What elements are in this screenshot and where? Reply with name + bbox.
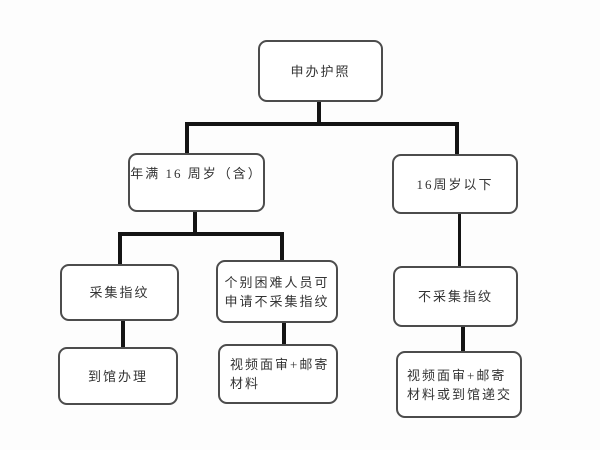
node-video-interview-mail-or-visit: 视频面审+邮寄 材料或到馆递交 [396,351,522,418]
node-under-16-label: 16周岁以下 [416,176,494,192]
node-difficulty-exempt-label-line1: 个别困难人员可 [224,274,330,290]
node-video-interview-mail-label-line2: 材料 [230,376,261,391]
node-no-fingerprints: 不采集指纹 [393,266,518,327]
connector-top-horizontal [185,122,459,126]
node-age-16-plus-label: 年满 16 周岁（含） [130,166,263,181]
connector-nofp-to-video-mail-or-visit [461,325,465,353]
connector-drop-to-age16plus [185,122,189,155]
connector-mid-horizontal [118,232,284,236]
connector-drop-to-difficulty-exempt [280,232,284,262]
node-video-interview-mail: 视频面审+邮寄 材料 [218,344,338,404]
connector-age16plus-drop [193,210,197,236]
node-apply-passport-label: 申办护照 [290,63,351,79]
connector-collect-to-visit-office [121,319,125,349]
node-under-16: 16周岁以下 [392,154,518,214]
node-age-16-plus: 年满 16 周岁（含） [128,153,265,212]
node-no-fingerprints-label: 不采集指纹 [417,289,493,304]
node-visit-office: 到馆办理 [58,347,178,405]
connector-difficulty-to-video-mail [282,321,286,346]
node-video-interview-mail-or-visit-label-line2: 材料或到馆递交 [407,386,513,402]
node-collect-fingerprints-label: 采集指纹 [89,285,150,300]
node-difficulty-exempt: 个别困难人员可 申请不采集指纹 [216,260,338,323]
node-video-interview-mail-label-line1: 视频面审+邮寄 [230,357,330,372]
connector-root-drop [317,100,321,126]
node-visit-office-label: 到馆办理 [87,368,148,384]
connector-drop-to-collect-fingerprints [118,232,122,266]
connector-under16-to-no-fingerprints [458,212,461,268]
node-collect-fingerprints: 采集指纹 [60,264,179,321]
node-video-interview-mail-or-visit-label-line1: 视频面审+邮寄 [407,367,507,383]
connector-drop-to-under16 [455,122,459,156]
node-difficulty-exempt-label-line2: 申请不采集指纹 [224,293,330,309]
node-apply-passport: 申办护照 [258,40,383,102]
